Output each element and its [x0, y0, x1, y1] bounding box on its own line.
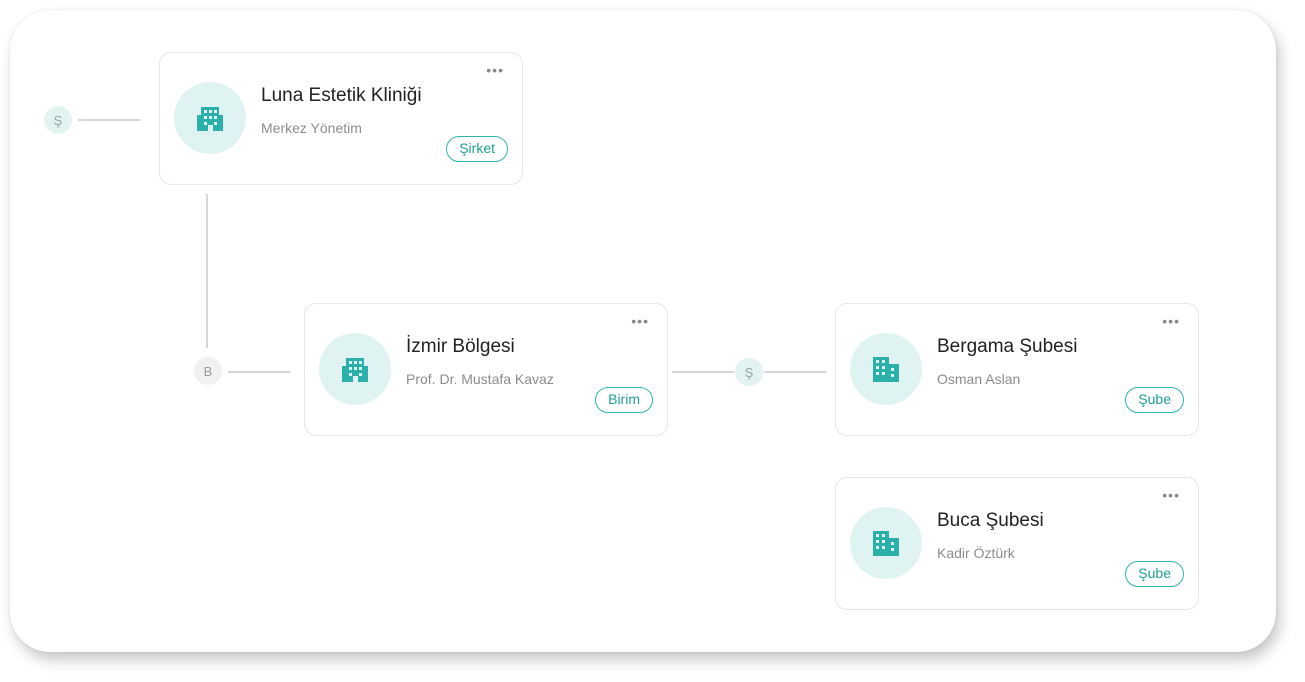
node-bergama-subesi[interactable]: Bergama Şubesi Osman Aslan ••• Şube [835, 303, 1199, 436]
node-avatar [174, 82, 246, 154]
izmir-left-connector-line [228, 371, 290, 373]
luna-to-izmir-line [206, 194, 208, 348]
node-type-badge[interactable]: Şube [1125, 387, 1184, 413]
more-options-icon[interactable]: ••• [1162, 487, 1180, 503]
node-type-badge[interactable]: Şube [1125, 561, 1184, 587]
more-options-icon[interactable]: ••• [631, 313, 649, 329]
node-avatar [319, 333, 391, 405]
node-subtitle: Kadir Öztürk [937, 545, 1015, 561]
izmir-right-connector-badge[interactable]: Ş [735, 358, 763, 386]
node-title: Buca Şubesi [937, 510, 1044, 531]
izmir-left-connector-badge[interactable]: B [194, 357, 222, 385]
node-buca-subesi[interactable]: Buca Şubesi Kadir Öztürk ••• Şube [835, 477, 1199, 610]
node-avatar [850, 507, 922, 579]
node-subtitle: Osman Aslan [937, 371, 1021, 387]
node-luna-estetik[interactable]: Luna Estetik Kliniği Merkez Yönetim ••• … [159, 52, 523, 185]
node-title: Luna Estetik Kliniği [261, 85, 422, 106]
node-type-badge[interactable]: Birim [595, 387, 653, 413]
root-connector-badge[interactable]: Ş [44, 106, 72, 134]
office-building-icon [873, 357, 899, 382]
more-options-icon[interactable]: ••• [1162, 313, 1180, 329]
more-options-icon[interactable]: ••• [486, 62, 504, 78]
izmir-right-connector-line-b [764, 371, 826, 373]
node-title: Bergama Şubesi [937, 336, 1078, 357]
building-icon [197, 107, 223, 131]
root-connector-line [78, 119, 140, 121]
node-avatar [850, 333, 922, 405]
node-izmir-bolgesi[interactable]: İzmir Bölgesi Prof. Dr. Mustafa Kavaz ••… [304, 303, 668, 436]
node-title: İzmir Bölgesi [406, 336, 515, 357]
node-subtitle: Merkez Yönetim [261, 120, 362, 136]
izmir-right-connector-line-a [672, 371, 734, 373]
node-subtitle: Prof. Dr. Mustafa Kavaz [406, 371, 554, 387]
office-building-icon [873, 531, 899, 556]
node-type-badge[interactable]: Şirket [446, 136, 508, 162]
building-icon [342, 358, 368, 382]
